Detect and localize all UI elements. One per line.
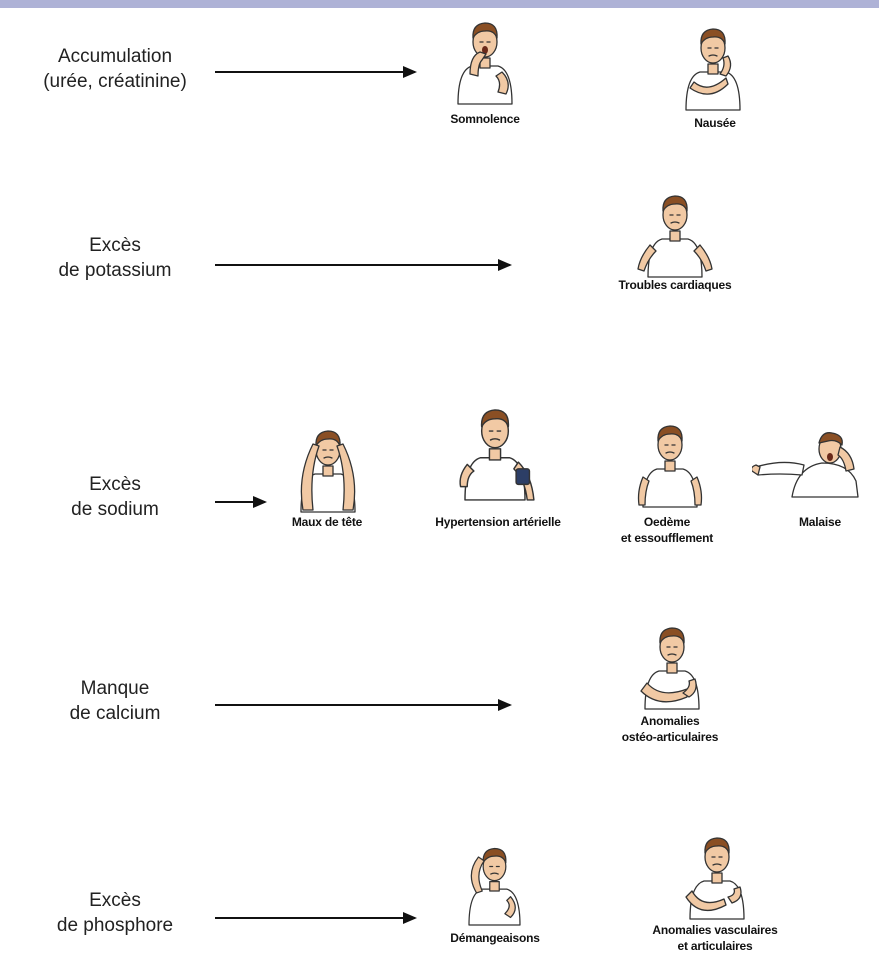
effect-label-demangeaisons: Démangeaisons [450, 931, 540, 945]
person-blood-pressure-cuff-icon [459, 409, 535, 501]
arrow-calcium [215, 699, 512, 711]
cause-phosphore: Excès de phosphore [56, 890, 174, 936]
effect-label-oedeme: Oedème et essoufflement [620, 515, 714, 545]
person-edema-icon [637, 425, 703, 508]
person-headache-icon [300, 430, 356, 513]
cause-accumulation: Accumulation (urée, créatinine) [43, 46, 187, 92]
person-scratching-icon [468, 847, 521, 926]
effect-label-somnolence: Somnolence [450, 112, 520, 126]
arrow-sodium [215, 496, 267, 508]
person-nauseous-icon [685, 28, 741, 111]
person-yawning-icon [457, 22, 513, 105]
effect-label-malaise: Malaise [799, 515, 841, 529]
arrow-accumulation [215, 66, 417, 78]
person-fainting-icon [752, 432, 859, 498]
cause-sodium: Excès de sodium [71, 474, 159, 520]
effect-label-hypertension: Hypertension artérielle [435, 515, 561, 529]
effect-label-anomalies-vasculaires: Anomalies vasculaires et articulaires [652, 923, 778, 953]
effect-label-nausee: Nausée [694, 116, 736, 130]
person-chest-pain-icon [685, 837, 745, 920]
person-joint-pain-icon [640, 627, 700, 710]
effect-label-maux-de-tete: Maux de tête [291, 515, 363, 529]
effect-label-anomalies-osteo: Anomalies ostéo-articulaires [621, 714, 719, 744]
cause-potassium: Excès de potassium [58, 235, 172, 281]
effect-label-troubles-cardiaques: Troubles cardiaques [618, 278, 732, 292]
arrow-phosphore [215, 912, 417, 924]
cause-calcium: Manque de calcium [69, 678, 161, 724]
arrow-potassium [215, 259, 512, 271]
person-heart-pain-icon [637, 195, 713, 278]
top-border-bar [0, 0, 879, 8]
